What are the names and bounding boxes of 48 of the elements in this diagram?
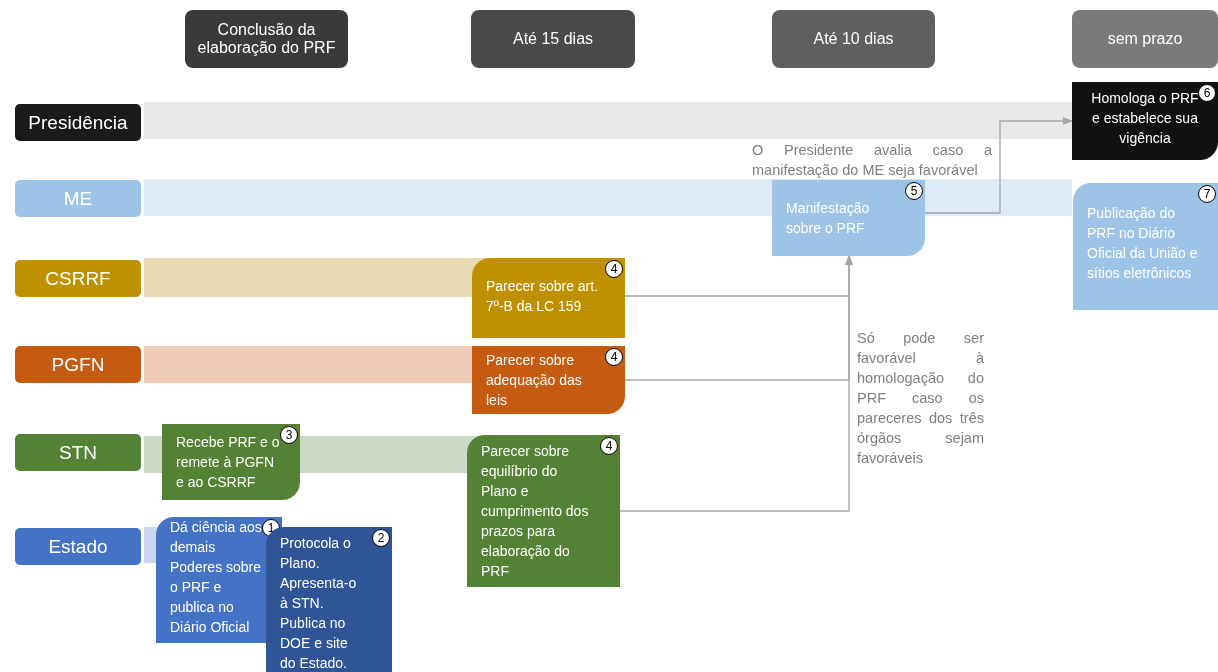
- step-text: Homologa o PRF e estabelece sua vigência: [1090, 89, 1200, 148]
- phase-text: Até 10 dias: [813, 30, 894, 48]
- step-number: 4: [600, 437, 618, 455]
- step-text: Manifestação sobre o PRF: [786, 199, 871, 238]
- lane-label: [15, 346, 141, 383]
- lane-label: [15, 104, 141, 141]
- step-text: Recebe PRF e o remete à PGFN e ao CSRRF: [176, 433, 281, 492]
- step-text: Protocola o Plano. Apresenta-o à STN. Publica no DOE e site do Estado.: [280, 534, 358, 672]
- process-box: [467, 435, 620, 587]
- lane-text: Estado: [48, 535, 108, 558]
- lane-text: PGFN: [51, 353, 105, 376]
- lane-label: [15, 528, 141, 565]
- lane-label: [15, 434, 141, 471]
- step-text: Parecer sobre adequação das leis: [486, 351, 583, 410]
- process-box: [472, 346, 625, 414]
- note-text: O Presidente avalia caso a manifestação do ME seja favorável: [752, 141, 992, 180]
- connector-arrow: [924, 117, 1073, 214]
- phase-header: [471, 10, 635, 68]
- lane-text: CSRRF: [45, 267, 111, 290]
- step-number: 2: [372, 529, 390, 547]
- phase-header: [772, 10, 935, 68]
- step-text: Parecer sobre art. 7º-B da LC 159: [486, 277, 600, 316]
- step-text: Dá ciência aos demais Poderes sobre o PRF e publica no Diário Oficial: [170, 518, 263, 637]
- lane-label: [15, 180, 141, 217]
- step-text: Parecer sobre equilíbrio do Plano e cumprimento dos prazos para elaboração do PRF: [481, 442, 590, 581]
- step-number: 6: [1198, 84, 1216, 102]
- lane-label: [15, 260, 141, 297]
- connector-arrow: [619, 255, 853, 512]
- process-box: [772, 180, 925, 256]
- step-number: 5: [905, 182, 923, 200]
- lane-text: Presidência: [28, 111, 128, 134]
- lane-text: ME: [63, 187, 93, 210]
- process-box: [1073, 183, 1218, 310]
- step-number: 4: [605, 260, 623, 278]
- step-number: 3: [280, 426, 298, 444]
- step-text: Publicação do PRF no Diário Oficial da União e sítios eletrônicos: [1087, 204, 1199, 283]
- phase-header: [1072, 10, 1218, 68]
- phase-header: [185, 10, 348, 68]
- phase-text: Até 15 dias: [512, 30, 594, 48]
- process-box: [1072, 82, 1218, 160]
- note-text: Só pode ser favorável à homologação do PRF caso os pareceres dos três órgãos sejam favoráveis: [857, 329, 984, 468]
- process-box: [162, 424, 300, 500]
- lane-text: STN: [59, 441, 97, 464]
- phase-text: sem prazo: [1107, 30, 1183, 48]
- phase-text: Conclusão da elaboração do PRF: [196, 21, 337, 57]
- step-number: 7: [1198, 185, 1216, 203]
- process-box: [472, 258, 625, 338]
- step-number: 4: [605, 348, 623, 366]
